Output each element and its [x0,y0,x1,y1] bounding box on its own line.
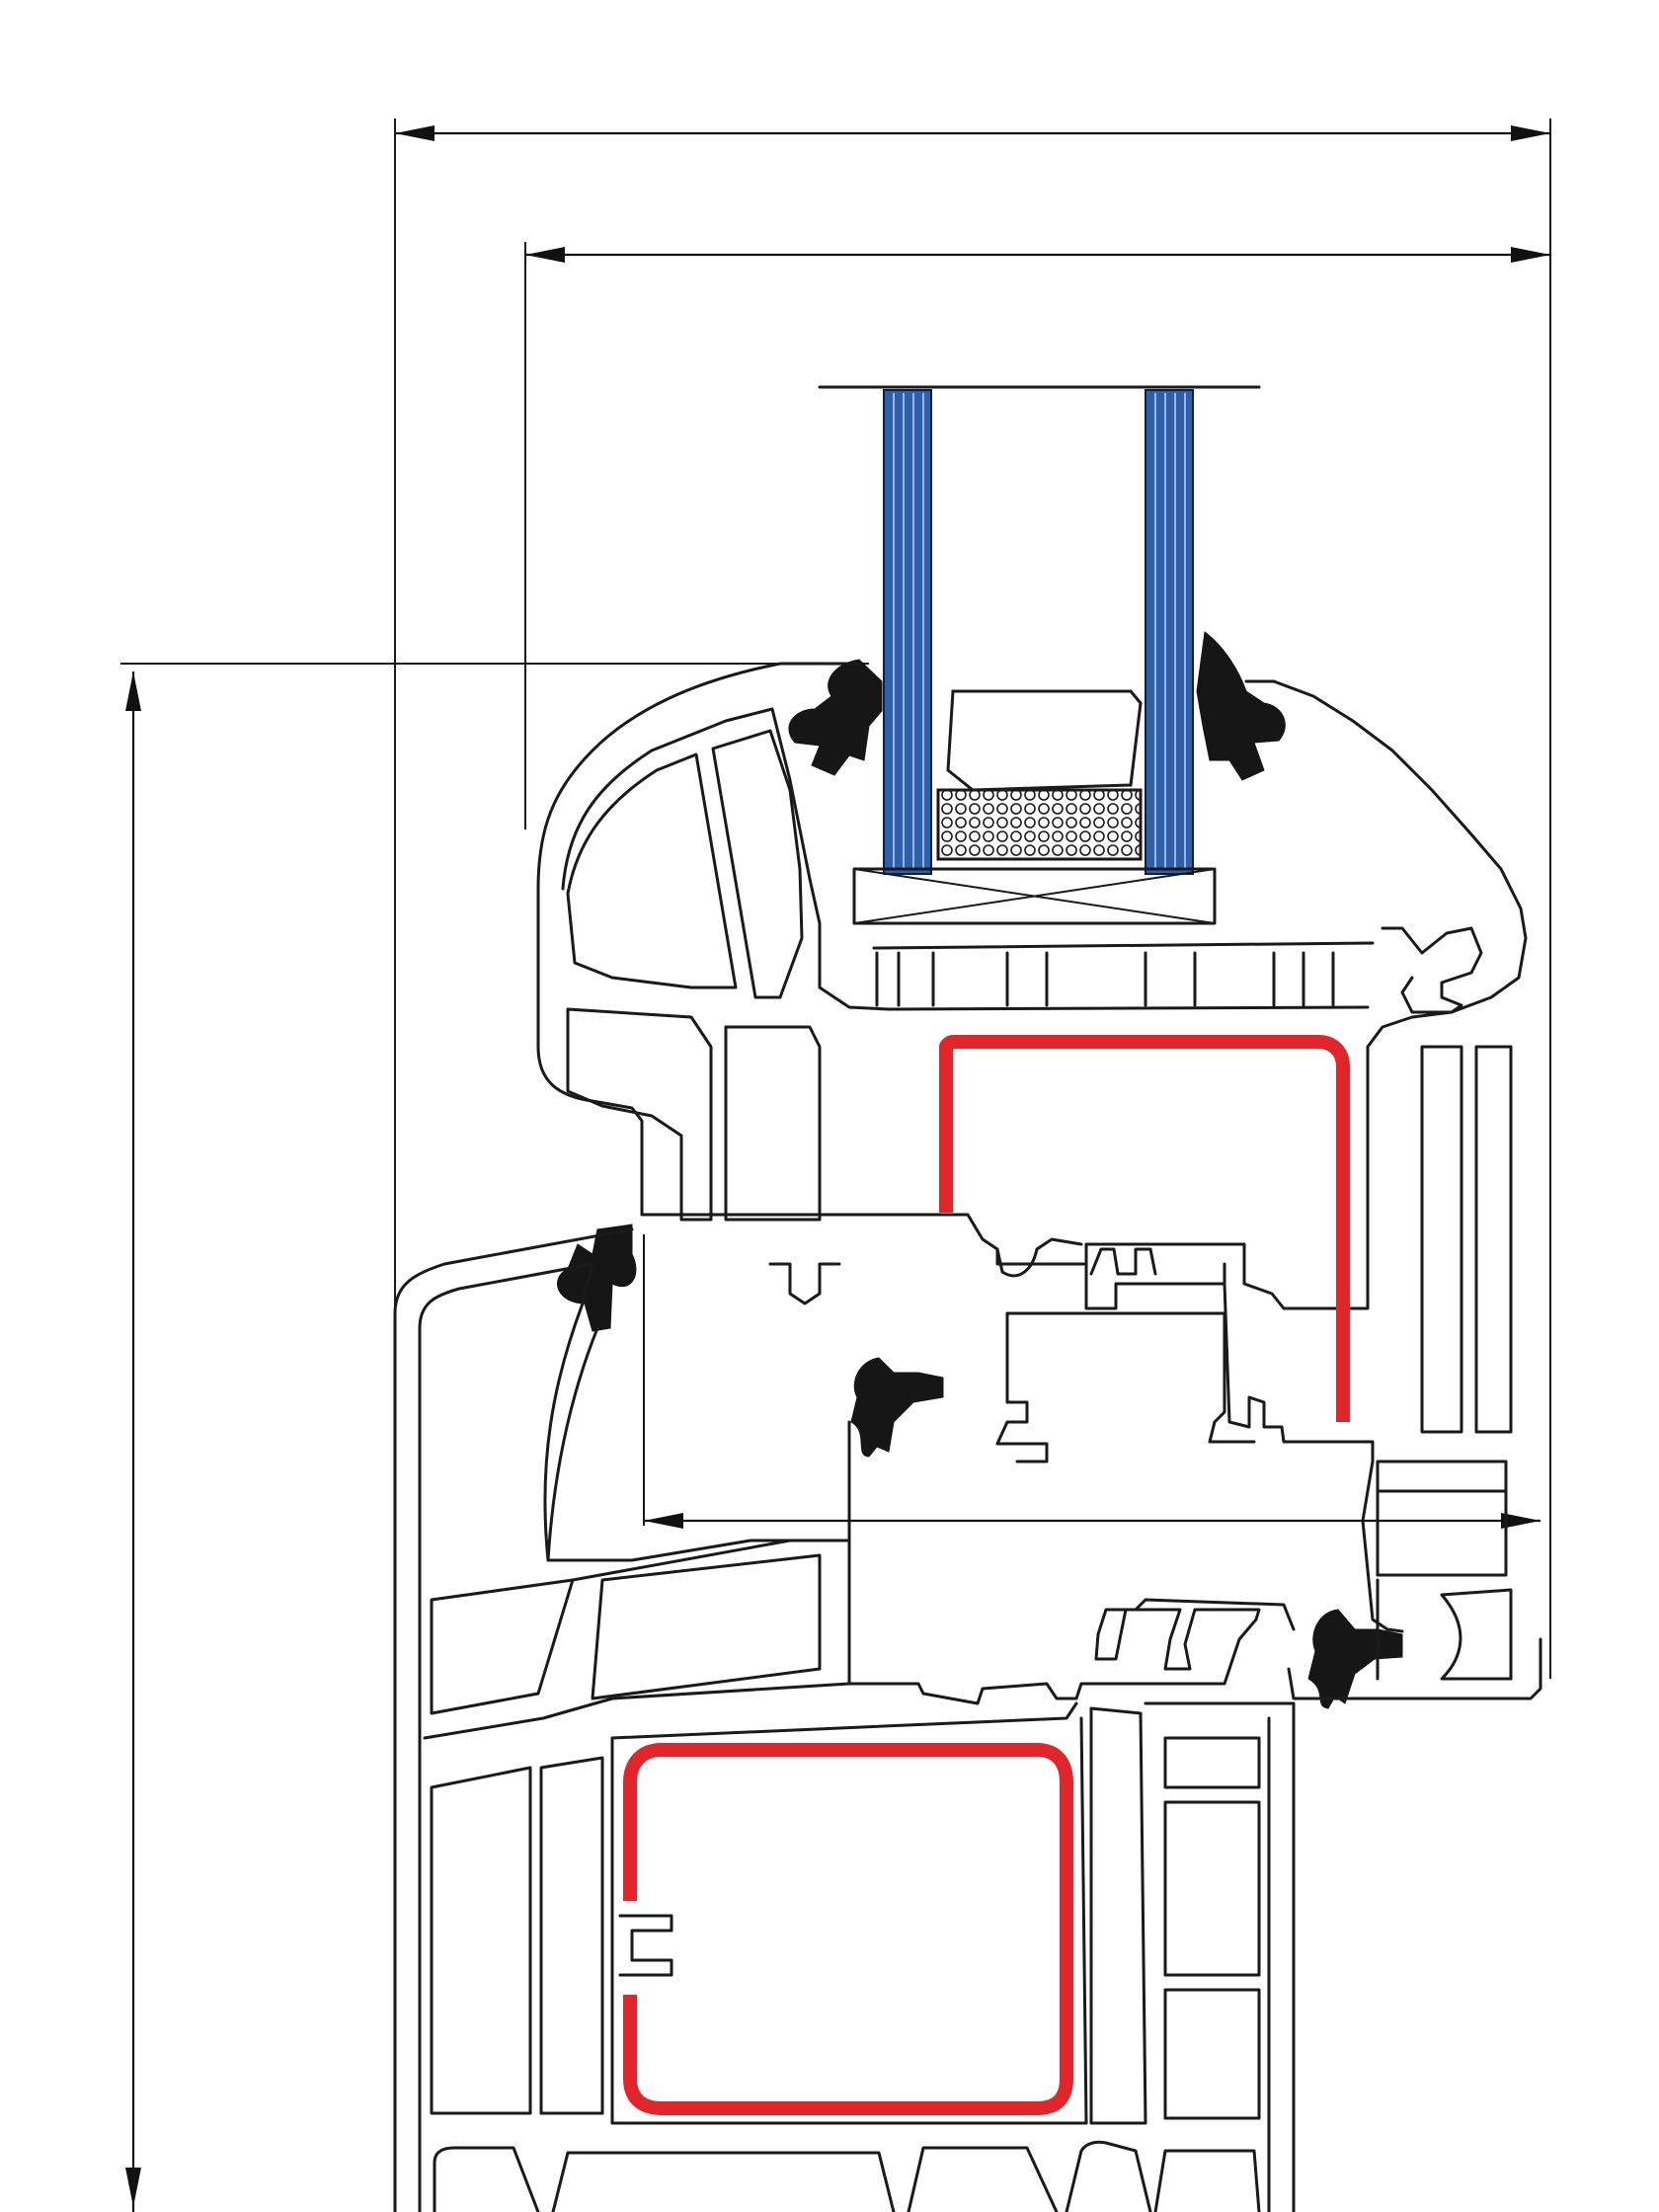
frame-lower-chamber-2 [539,1756,604,2115]
gasket-icon [1307,1609,1403,1709]
sash-outer-contour [536,662,1528,1310]
gasket-icon [850,1357,944,1458]
frame-right-chambers [1376,1460,1513,1681]
frame-lower-chamber-right-column [1089,1706,1147,2125]
butyl-seal [936,788,1143,861]
steel-reinforcement-icon [939,1035,1350,1422]
frame-inner-contour [418,1262,822,2212]
frame-lower-wall [610,1701,1088,2125]
steel-notch [618,1914,673,1977]
dimension-arrow-icon [525,247,565,263]
dimension-arrow-icon [1511,125,1550,141]
steel-reinforcement-icon [623,1743,1073,2115]
frame-chamber-diagonal-2 [591,1553,822,1700]
gasket-icon [557,1224,637,1332]
dimension-arrow-icon [1511,247,1550,263]
sash-chamber-1 [566,752,738,989]
sash-chamber-6 [1474,1045,1513,1434]
frame-lower-chambers-right [1163,1736,1261,2120]
frame-inner-wall [423,1326,851,1740]
dimension-arrow-icon [395,125,434,141]
dimension-arrow-icon [644,1513,683,1529]
sash-inner-contour [561,707,1370,1011]
dimension-arrow-icon [125,2168,141,2207]
sash-rebate-chambers [872,941,1375,1007]
sash-chamber-2 [711,729,804,999]
frame-bottom-chambers [433,2140,1261,2212]
dimension-arrow-icon [1501,1513,1540,1529]
frame-right-wall [847,1420,1542,1705]
sash-profile [536,662,1528,1633]
gasket-icon [1196,631,1286,781]
frame-lower-chamber-left [430,1766,532,2115]
frame-profile [393,1227,1542,2212]
gasket-icon [788,659,883,776]
sash-tooth-1 [1089,1247,1157,1276]
desiccant-spacer-icon [946,689,1143,792]
sash-tooth-2 [768,1262,841,1305]
sash-rebate-lower [995,1311,1256,1463]
frame-outer-contour [393,1227,634,2212]
sash-chamber-3 [566,1007,713,1222]
glazing-unit [818,385,1261,925]
sash-chamber-4 [724,1025,822,1222]
frame-lower-right-edge [1144,1701,1296,2212]
sash-chamber-5 [1420,1045,1463,1434]
glazing-block [852,867,1217,925]
dimension-lines [120,118,1551,2212]
sash-lower-contour [995,1237,1404,1633]
dimension-arrow-icon [125,672,141,711]
frame-chamber-diagonal [430,1578,575,1715]
glazing-bead-clip [1381,926,1483,1014]
